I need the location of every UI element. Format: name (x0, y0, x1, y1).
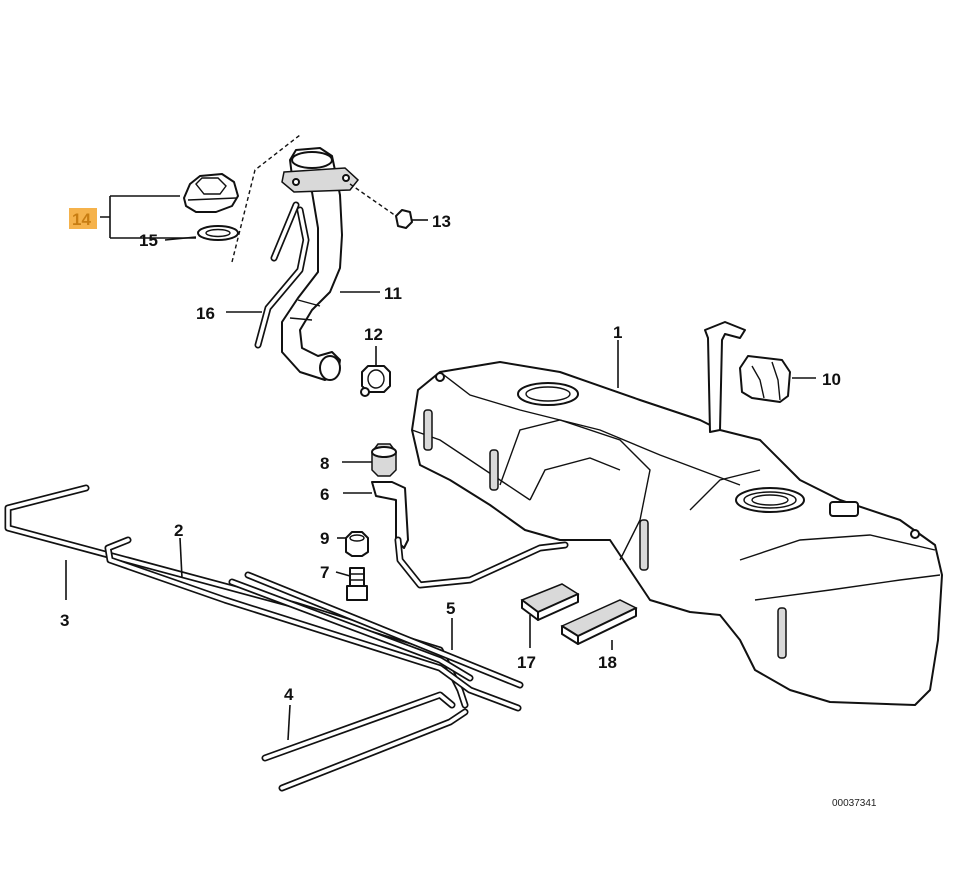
part-2-pipe[interactable] (104, 536, 522, 712)
part-5-pipe[interactable] (228, 571, 524, 689)
part-10-bushing[interactable] (739, 355, 791, 403)
label-15: 15 (139, 231, 158, 250)
part-12-hose-clamp[interactable] (360, 365, 391, 397)
label-14[interactable]: 14 (72, 210, 91, 229)
label-9: 9 (320, 529, 329, 548)
label-11: 11 (384, 284, 402, 303)
part-17-pad[interactable] (520, 583, 580, 621)
label-7: 7 (320, 563, 329, 582)
label-4: 4 (284, 685, 294, 704)
part-6-strap[interactable] (371, 481, 569, 589)
label-18: 18 (598, 653, 617, 672)
leader-lines (65, 195, 816, 741)
part-4-pipes[interactable] (261, 691, 469, 792)
label-3: 3 (60, 611, 69, 630)
part-11-filler-neck[interactable] (281, 147, 360, 381)
part-8-rubber-mount[interactable] (371, 443, 397, 477)
part-1-fuel-tank[interactable] (411, 361, 943, 706)
label-5: 5 (446, 599, 455, 618)
label-2: 2 (174, 521, 183, 540)
label-1: 1 (613, 323, 622, 342)
tank-strap-bracket[interactable] (704, 321, 746, 433)
part-13-nut[interactable] (395, 209, 413, 229)
diagram-reference-number: 00037341 (832, 798, 877, 809)
label-16: 16 (196, 304, 215, 323)
label-12: 12 (364, 325, 383, 344)
label-17: 17 (517, 653, 536, 672)
part-18-pad[interactable] (560, 599, 638, 645)
part-9-nut[interactable] (345, 531, 369, 557)
label-6: 6 (320, 485, 329, 504)
part-16-vent-hose[interactable] (254, 201, 310, 349)
highlight-14 (69, 208, 97, 229)
label-10: 10 (822, 370, 841, 389)
part-15-gasket[interactable] (197, 225, 239, 241)
part-7-bolt[interactable] (346, 567, 368, 601)
label-8: 8 (320, 454, 329, 473)
assembly-guide-lines (231, 134, 397, 263)
part-14-fuel-cap[interactable] (183, 173, 239, 213)
label-13: 13 (432, 212, 451, 231)
callout-labels: 1 2 3 4 5 6 7 8 9 10 11 12 13 14 15 16 1… (60, 208, 877, 809)
